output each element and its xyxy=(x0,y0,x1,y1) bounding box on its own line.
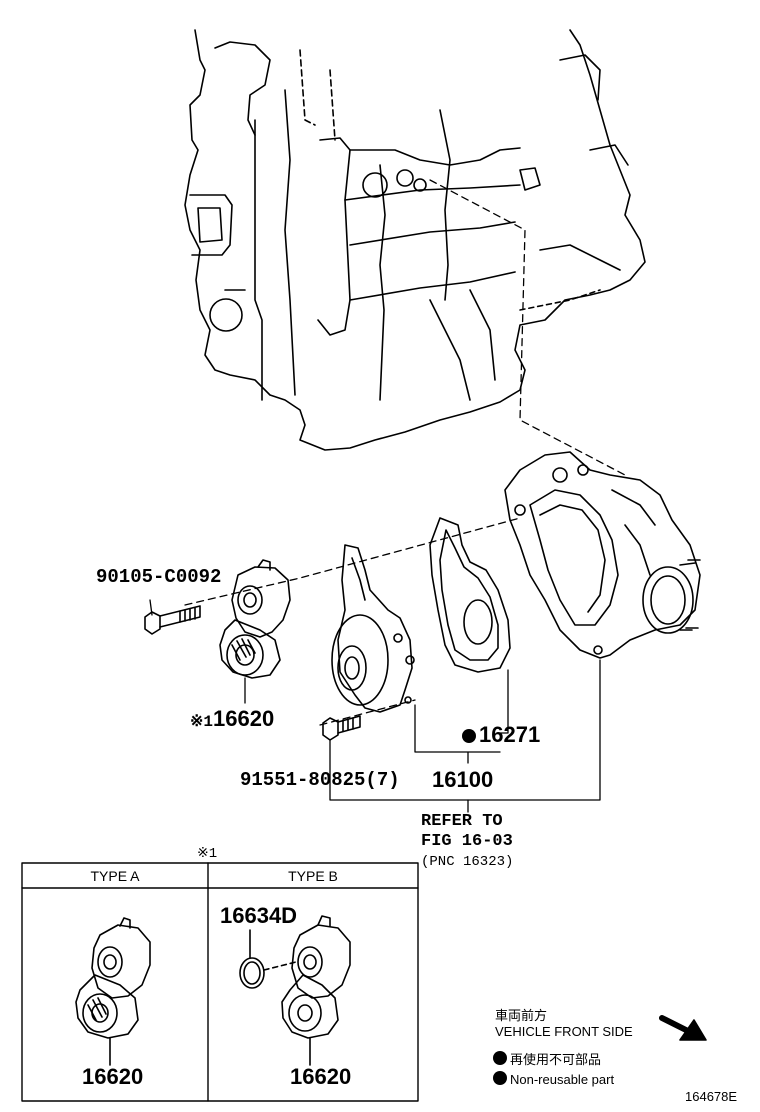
type-b-header: TYPE B xyxy=(288,868,338,884)
label-tensioner-main: ※116620 xyxy=(190,706,274,732)
label-bolt-91551: 91551-80825(7) xyxy=(240,769,400,791)
bolt-90105-c0092 xyxy=(144,605,201,635)
label-gasket: 16271 xyxy=(462,722,540,748)
engine-block-outline xyxy=(184,29,646,451)
refer-to-note: REFER TO FIG 16-03 (PNC 16323) xyxy=(421,812,513,872)
type-box-frame xyxy=(21,862,419,1102)
refer-line-1: REFER TO xyxy=(421,812,503,831)
legend-front-jp: 車両前方 xyxy=(495,1008,548,1023)
tensioner-type-b-drawing xyxy=(239,915,351,1066)
bolt-91551-80825 xyxy=(322,715,361,741)
vehicle-front-arrow-icon xyxy=(659,1015,707,1041)
gasket-16271 xyxy=(429,517,511,673)
legend-nonreuse-en-text: Non-reusable part xyxy=(510,1072,615,1087)
legend-dot-icon xyxy=(493,1051,507,1065)
legend-nonreuse-jp: 再使用不可部品 xyxy=(493,1049,601,1068)
tensioner-note-mark: ※1 xyxy=(190,713,214,731)
refer-line-3: (PNC 16323) xyxy=(421,854,514,870)
legend-front-en: VEHICLE FRONT SIDE xyxy=(495,1024,633,1039)
refer-line-2: FIG 16-03 xyxy=(421,832,513,851)
legend-nonreuse-jp-text: 再使用不可部品 xyxy=(510,1052,602,1067)
tensioner-16620-main xyxy=(219,559,291,679)
non-reusable-dot-icon xyxy=(462,729,476,743)
label-type-a-tensioner: 16620 xyxy=(82,1064,144,1089)
legend-nonreuse-en: Non-reusable part xyxy=(493,1071,614,1087)
legend-dot-icon-2 xyxy=(493,1071,507,1085)
type-a-header: TYPE A xyxy=(90,868,140,884)
type-box-note-mark: ※1 xyxy=(197,846,218,862)
tensioner-part-number: 16620 xyxy=(213,706,275,731)
label-type-b-tensioner: 16620 xyxy=(290,1064,352,1089)
gasket-part-number: 16271 xyxy=(479,722,541,747)
dashed-leader-lines xyxy=(184,179,626,726)
figure-id: 164678E xyxy=(685,1089,738,1104)
tensioner-type-a-drawing xyxy=(75,917,151,1066)
label-water-pump: 16100 xyxy=(432,767,494,792)
label-cap-16634d: 16634D xyxy=(220,903,298,928)
label-bolt-90105: 90105-C0092 xyxy=(96,566,222,588)
part-leader-lines xyxy=(149,599,601,813)
water-pump-16100 xyxy=(331,544,415,713)
water-pump-housing xyxy=(504,451,701,659)
